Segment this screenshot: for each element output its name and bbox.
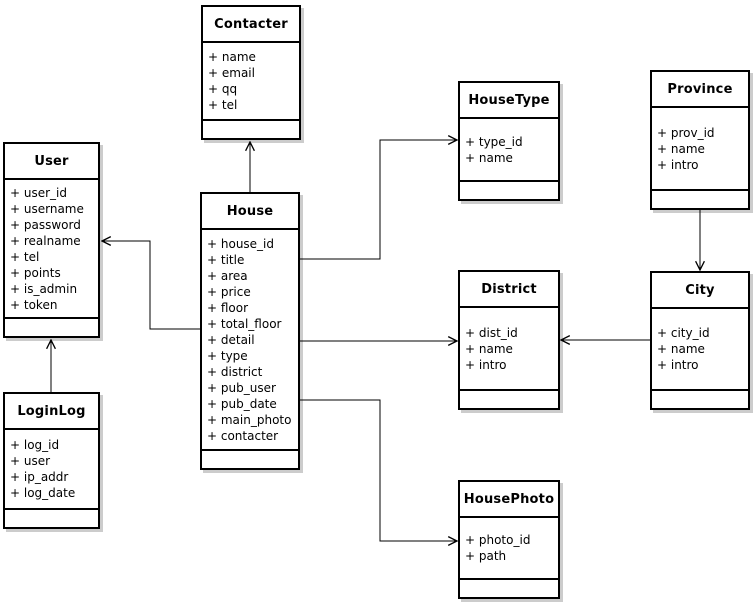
attribute: + dist_id xyxy=(465,325,518,340)
attribute: + user xyxy=(10,454,51,468)
attribute: + user_id xyxy=(10,185,67,200)
attribute: + total_floor xyxy=(207,316,282,331)
attribute: + contacter xyxy=(207,428,279,443)
entity-district[interactable]: District + dist_id + name + intro xyxy=(458,270,560,410)
entity-attributes: + city_id + name + intro xyxy=(652,309,748,391)
entity-loginlog[interactable]: LoginLog + log_id + user + ip_addr + log… xyxy=(3,392,100,529)
attribute: + password xyxy=(10,217,81,232)
attribute: + qq xyxy=(208,82,238,96)
entity-province[interactable]: Province + prov_id + name + intro xyxy=(650,70,750,210)
entity-title: HousePhoto xyxy=(460,482,558,518)
attribute: + name xyxy=(465,341,513,356)
attribute: + intro xyxy=(657,157,699,172)
entity-attributes: + photo_id + path xyxy=(460,518,558,580)
attribute: + email xyxy=(208,66,255,80)
entity-city[interactable]: City + city_id + name + intro xyxy=(650,271,750,410)
entity-operations-empty xyxy=(5,510,98,527)
attribute: + type xyxy=(207,348,248,363)
entity-operations-empty xyxy=(203,121,299,138)
attribute: + name xyxy=(465,150,513,165)
entity-operations-empty xyxy=(202,451,298,468)
attribute: + title xyxy=(207,252,245,267)
attribute: + path xyxy=(465,549,507,563)
connector-house-to-housetype xyxy=(300,140,457,260)
attribute: + detail xyxy=(207,332,255,347)
entity-operations-empty xyxy=(460,391,558,408)
entity-attributes: + type_id + name xyxy=(460,119,558,182)
entity-user[interactable]: User + user_id + username + password + r… xyxy=(3,142,100,338)
attribute: + photo_id xyxy=(465,533,531,547)
attribute: + log_date xyxy=(10,486,76,500)
attribute: + is_admin xyxy=(10,281,78,296)
entity-attributes: + user_id + username + password + realna… xyxy=(5,180,98,319)
attribute: + pub_user xyxy=(207,380,276,395)
entity-title: House xyxy=(202,194,298,230)
entity-operations-empty xyxy=(652,191,748,208)
attribute: + name xyxy=(657,342,705,356)
connector-house-to-housephoto xyxy=(300,399,457,541)
attribute: + district xyxy=(207,364,263,379)
attribute: + price xyxy=(207,284,251,299)
attribute: + username xyxy=(10,201,84,216)
connector-house-to-user xyxy=(102,241,200,330)
entity-operations-empty xyxy=(5,319,98,336)
attribute: + pub_date xyxy=(207,396,277,411)
attribute: + prov_id xyxy=(657,125,715,140)
entity-title: Province xyxy=(652,72,748,108)
attribute: + ip_addr xyxy=(10,470,69,484)
entity-housetype[interactable]: HouseType + type_id + name xyxy=(458,81,560,201)
attribute: + realname xyxy=(10,233,81,248)
entity-title: HouseType xyxy=(460,83,558,119)
attribute: + token xyxy=(10,297,58,312)
attribute: + tel xyxy=(10,249,40,264)
entity-title: District xyxy=(460,272,558,308)
attribute: + area xyxy=(207,268,248,283)
entity-attributes: + log_id + user + ip_addr + log_date xyxy=(5,430,98,510)
entity-attributes: + prov_id + name + intro xyxy=(652,108,748,191)
attribute: + intro xyxy=(657,358,699,372)
entity-attributes: + name + email + qq + tel xyxy=(203,43,299,121)
entity-operations-empty xyxy=(460,580,558,597)
attribute: + main_photo xyxy=(207,412,292,427)
attribute: + type_id xyxy=(465,134,523,149)
attribute: + log_id xyxy=(10,438,60,452)
attribute: + city_id xyxy=(657,326,710,340)
entity-operations-empty xyxy=(460,182,558,199)
attribute: + house_id xyxy=(207,236,275,251)
entity-house[interactable]: House + house_id + title + area + price … xyxy=(200,192,300,470)
entity-operations-empty xyxy=(652,391,748,408)
attribute: + intro xyxy=(465,357,507,372)
attribute: + floor xyxy=(207,300,249,315)
attribute: + points xyxy=(10,265,61,280)
entity-contacter[interactable]: Contacter + name + email + qq + tel xyxy=(201,5,301,140)
entity-housephoto[interactable]: HousePhoto + photo_id + path xyxy=(458,480,560,599)
attribute: + tel xyxy=(208,98,238,112)
entity-attributes: + dist_id + name + intro xyxy=(460,308,558,391)
entity-title: LoginLog xyxy=(5,394,98,430)
entity-attributes: + house_id + title + area + price + floo… xyxy=(202,230,298,451)
entity-title: City xyxy=(652,273,748,309)
entity-title: Contacter xyxy=(203,7,299,43)
attribute: + name xyxy=(208,50,256,64)
attribute: + name xyxy=(657,141,705,156)
entity-title: User xyxy=(5,144,98,180)
